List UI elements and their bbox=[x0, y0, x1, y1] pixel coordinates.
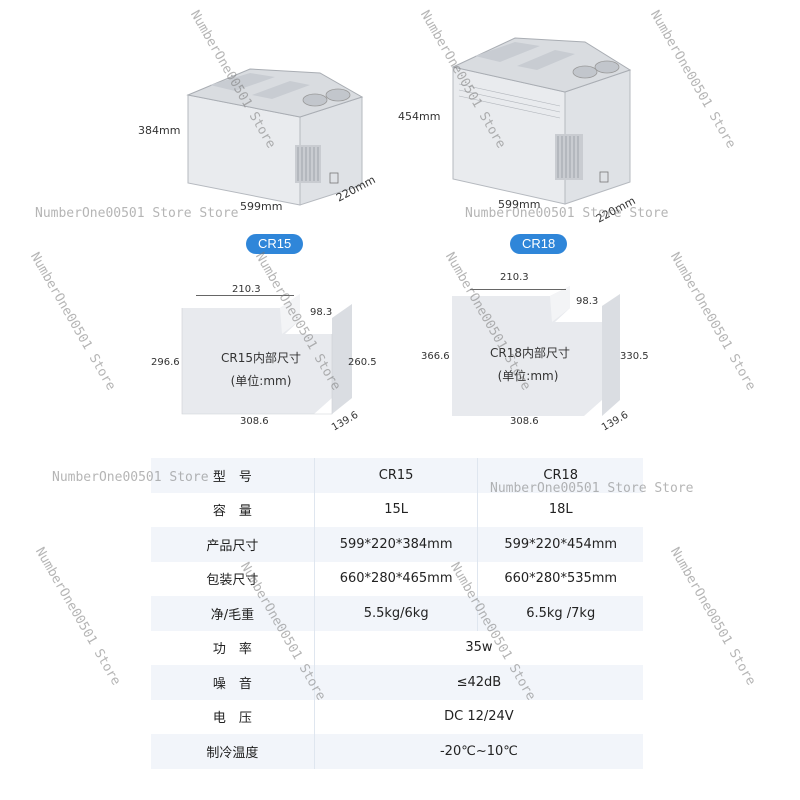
cr18-height-label: 454mm bbox=[398, 110, 441, 123]
spec-value-cr15: 599*220*384mm bbox=[314, 527, 479, 562]
spec-label: 制冷温度 bbox=[151, 734, 315, 769]
cr18-inner-shape bbox=[452, 286, 620, 416]
cr18-inner-top-line bbox=[470, 289, 566, 290]
cr18-product-drawing bbox=[445, 22, 645, 212]
spec-value-cr15: CR15 bbox=[314, 458, 479, 493]
spec-value-cr18: 6.5kg /7kg bbox=[477, 596, 643, 631]
spec-label: 型 号 bbox=[151, 458, 315, 493]
cr15-inner-top-line bbox=[196, 295, 294, 296]
spec-row: 制冷温度-20℃~10℃ bbox=[151, 734, 643, 769]
cr15-product-drawing bbox=[180, 55, 380, 215]
cr18-length-label: 599mm bbox=[498, 198, 541, 211]
spec-value-shared: DC 12/24V bbox=[314, 699, 643, 734]
cr15-inner-bottom: 308.6 bbox=[240, 416, 269, 427]
spec-label: 包装尺寸 bbox=[151, 561, 315, 596]
spec-value-cr18: CR18 bbox=[477, 458, 643, 493]
watermark: NumberOne00501 Store bbox=[27, 250, 119, 394]
watermark: NumberOne00501 Store bbox=[32, 545, 124, 689]
cr15-inner-title: CR15内部尺寸 bbox=[221, 351, 301, 365]
watermark: NumberOne00501 Store bbox=[667, 250, 759, 394]
spec-value-cr18: 660*280*535mm bbox=[477, 561, 643, 596]
cr15-inner-shape bbox=[181, 294, 352, 415]
cr18-fridge-illustration bbox=[451, 37, 632, 205]
cr15-fridge-illustration bbox=[186, 68, 364, 206]
cr15-inner-diagram bbox=[180, 290, 352, 420]
spec-label: 功 率 bbox=[151, 630, 315, 665]
spec-label: 噪 音 bbox=[151, 665, 315, 700]
cr18-inner-step: 98.3 bbox=[576, 296, 599, 307]
spec-label: 容 量 bbox=[151, 492, 315, 527]
cr18-inner-bottom: 308.6 bbox=[510, 416, 539, 427]
spec-row: 噪 音≤42dB bbox=[151, 665, 643, 700]
spec-value-cr18: 599*220*454mm bbox=[477, 527, 643, 562]
watermark: NumberOne00501 Store bbox=[667, 545, 759, 689]
spec-value-cr15: 15L bbox=[314, 492, 479, 527]
watermark: NumberOne00501 Store bbox=[647, 8, 739, 152]
cr18-inner-right: 330.5 bbox=[620, 351, 649, 362]
spec-label: 净/毛重 bbox=[151, 596, 315, 631]
cr18-inner-title: CR18内部尺寸 bbox=[490, 346, 570, 360]
spec-value-cr15: 5.5kg/6kg bbox=[314, 596, 479, 631]
cr15-inner-left: 296.6 bbox=[151, 357, 180, 368]
cr18-badge: CR18 bbox=[510, 234, 568, 254]
cr18-inner-left: 366.6 bbox=[421, 351, 450, 362]
spec-value-cr15: 660*280*465mm bbox=[314, 561, 479, 596]
cr15-length-label: 599mm bbox=[240, 200, 283, 213]
spec-value-shared: -20℃~10℃ bbox=[314, 734, 643, 769]
cr15-inner-unit: (单位:mm) bbox=[230, 374, 292, 388]
cr15-inner-right: 260.5 bbox=[348, 357, 377, 368]
cr18-inner-top: 210.3 bbox=[500, 272, 529, 283]
cr18-inner-diagram bbox=[450, 286, 622, 420]
spec-value-shared: 35w bbox=[314, 630, 643, 665]
cr15-height-label: 384mm bbox=[138, 124, 181, 137]
cr15-inner-top: 210.3 bbox=[232, 284, 261, 295]
spec-label: 产品尺寸 bbox=[151, 527, 315, 562]
cr15-badge: CR15 bbox=[246, 234, 304, 254]
spec-label: 电 压 bbox=[151, 699, 315, 734]
spec-value-cr18: 18L bbox=[477, 492, 643, 527]
cr18-inner-unit: (单位:mm) bbox=[497, 369, 559, 383]
cr15-inner-step: 98.3 bbox=[310, 307, 333, 318]
spec-value-shared: ≤42dB bbox=[314, 665, 643, 700]
